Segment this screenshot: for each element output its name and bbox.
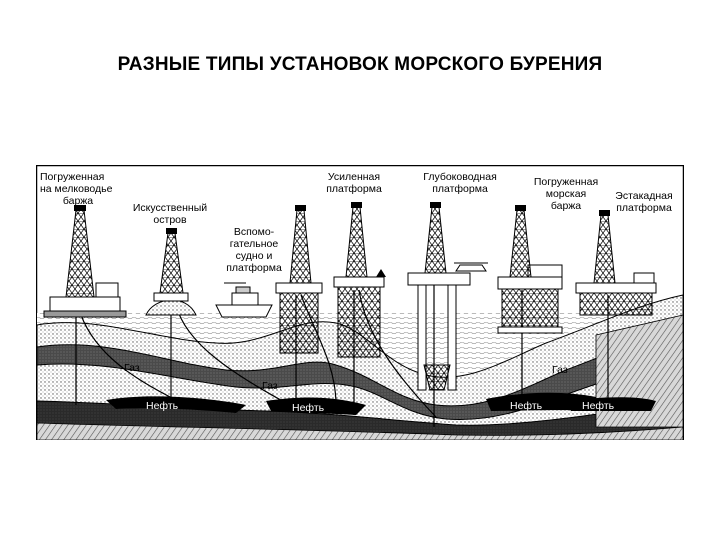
svg-text:платформа: платформа [226, 262, 282, 274]
label-trestle-platform: Эстакадная платформа [615, 190, 672, 214]
svg-text:платформа: платформа [432, 183, 488, 195]
oil-label-2: Нефть [292, 402, 325, 414]
offshore-drilling-diagram: Погруженная на мелководье баржа Искусств… [36, 165, 684, 440]
label-submerged-sea-barge: Погруженная морская баржа [534, 176, 598, 212]
oil-pocket-1 [106, 396, 246, 413]
gas-label-1: Газ [124, 362, 140, 374]
label-artificial-island: Искусственный остров [133, 202, 207, 226]
rig-deepwater-platform [407, 202, 488, 391]
basement-layer [36, 422, 684, 440]
svg-text:Погруженная: Погруженная [534, 176, 598, 188]
svg-text:платформа: платформа [326, 183, 382, 195]
svg-text:Погруженная: Погруженная [40, 171, 104, 183]
gas-label-3: Газ [552, 364, 568, 376]
svg-text:Искусственный: Искусственный [133, 202, 207, 214]
rig-aux-vessel [215, 282, 273, 318]
rig-submerged-shallow-barge [43, 205, 127, 318]
svg-text:Вспомо-: Вспомо- [234, 226, 275, 238]
svg-text:Усиленная: Усиленная [328, 171, 380, 183]
oil-pocket-3 [486, 392, 596, 411]
oil-pocket-2 [266, 397, 366, 415]
svg-text:гательное: гательное [230, 238, 279, 250]
svg-text:Глубоководная: Глубоководная [423, 171, 497, 183]
oil-label-1: Нефть [146, 400, 179, 412]
svg-text:баржа: баржа [63, 195, 93, 207]
label-deepwater-platform: Глубоководная платформа [423, 171, 497, 195]
svg-text:платформа: платформа [616, 202, 672, 214]
svg-text:остров: остров [153, 214, 187, 226]
oil-label-3: Нефть [510, 400, 543, 412]
label-submerged-shallow-barge: Погруженная на мелководье баржа [40, 171, 113, 207]
label-reinforced-platform: Усиленная платформа [326, 171, 382, 195]
svg-text:судно и: судно и [236, 250, 273, 262]
slide-title: РАЗНЫЕ ТИПЫ УСТАНОВОК МОРСКОГО БУРЕНИЯ [117, 54, 603, 75]
svg-text:баржа: баржа [551, 200, 581, 212]
rig-reinforced-platform [275, 202, 386, 358]
rig-trestle-platform [575, 210, 657, 316]
svg-text:Эстакадная: Эстакадная [615, 190, 672, 202]
oil-label-4: Нефть [582, 400, 615, 412]
svg-text:на мелководье: на мелководье [40, 183, 113, 195]
gas-label-2: Газ [262, 380, 278, 392]
svg-text:морская: морская [546, 188, 587, 200]
label-aux-vessel: Вспомо- гательное судно и платформа [226, 226, 282, 274]
rig-artificial-island [145, 228, 197, 316]
rig-submerged-sea-barge [497, 205, 563, 334]
oil-pocket-4 [566, 397, 656, 411]
